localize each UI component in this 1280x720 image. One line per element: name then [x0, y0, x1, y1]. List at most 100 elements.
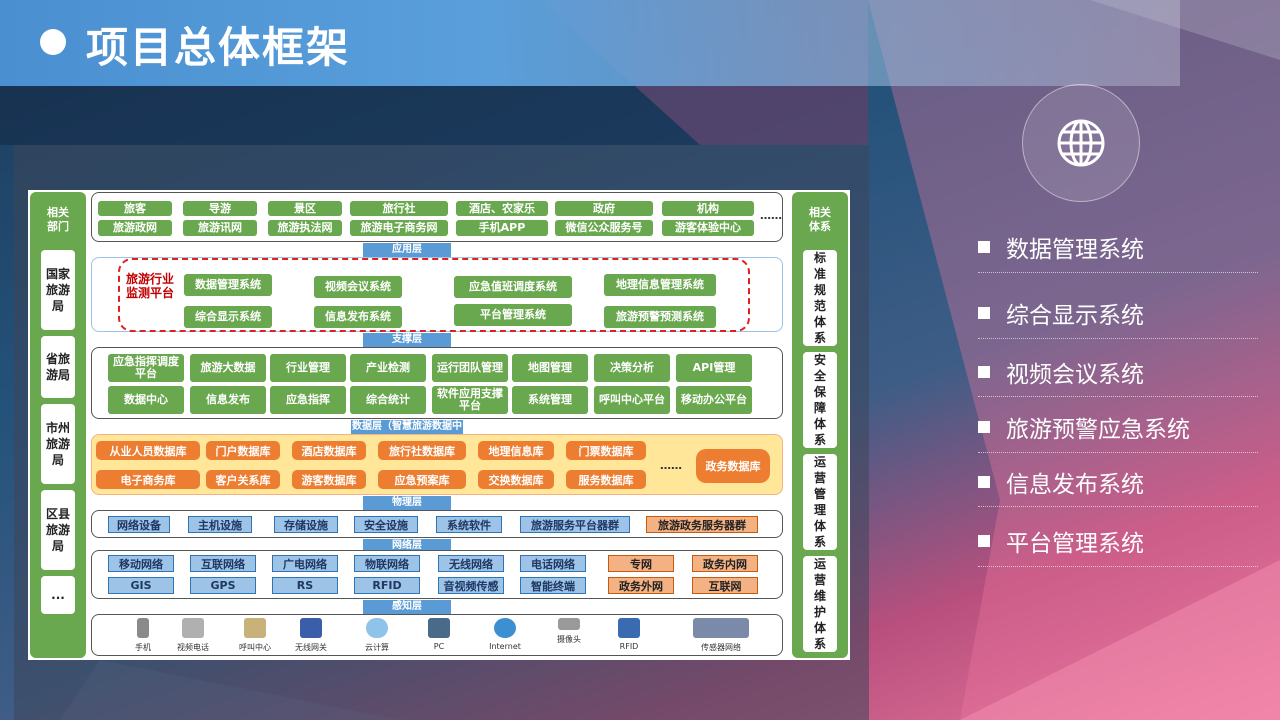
- sup-big-data: 旅游大数据: [190, 354, 266, 382]
- support-layer-box: 应急指挥调度平台 旅游大数据 行业管理 产业检测 运行团队管理 地图管理 决策分…: [91, 347, 783, 419]
- sup-statistics: 综合统计: [350, 386, 426, 414]
- net-wireless: 无线网络: [438, 555, 504, 572]
- device-video-phone: 视频电话: [158, 618, 228, 653]
- system-security: 安全保障体系: [803, 352, 837, 448]
- phy-network-devices: 网络设备: [108, 516, 170, 533]
- label-support-layer: 支撑层: [363, 333, 451, 347]
- bullet-square-icon: [978, 366, 990, 378]
- label-perception-layer: 感知层: [363, 600, 451, 614]
- sup-emergency: 应急指挥: [270, 386, 346, 414]
- pc-icon: [428, 618, 450, 638]
- feature-item: 综合显示系统: [978, 296, 1268, 330]
- app-guide: 导游: [183, 201, 257, 216]
- internet-icon: [494, 618, 516, 638]
- sys-warning-forecast: 旅游预警预测系统: [604, 306, 716, 328]
- sup-system-management: 系统管理: [512, 386, 588, 414]
- device-rfid: RFID: [594, 618, 664, 651]
- app-tourist: 旅客: [98, 201, 172, 216]
- phy-system-software: 系统软件: [436, 516, 502, 533]
- physical-layer-box: 网络设备 主机设施 存储设施 安全设施 系统软件 旅游服务平台器群 旅游政务服务…: [91, 510, 783, 538]
- related-departments-column: 相关部门 国家旅游局 省旅游局 市州旅游局 区县旅游局 ...: [30, 192, 86, 658]
- app-wechat: 微信公众服务号: [555, 220, 653, 236]
- departments-header: 相关部门: [47, 206, 69, 233]
- feature-item: 信息发布系统: [978, 465, 1268, 499]
- db-ecommerce: 电子商务库: [96, 470, 200, 489]
- title-bullet: [40, 29, 66, 55]
- system-operations-management: 运营管理体系: [803, 454, 837, 550]
- sup-industry-monitor: 产业检测: [350, 354, 426, 382]
- app-visitor-center: 游客体验中心: [662, 220, 754, 236]
- architecture-diagram: 相关部门 国家旅游局 省旅游局 市州旅游局 区县旅游局 ... 相关体系 标准规…: [28, 190, 850, 660]
- dept-province: 省旅游局: [41, 336, 75, 398]
- app-scenic: 景区: [268, 201, 342, 216]
- sup-data-center: 数据中心: [108, 386, 184, 414]
- net-broadcast: 广电网络: [272, 555, 338, 572]
- app-govnet: 旅游政网: [98, 220, 172, 236]
- label-physical-layer: 物理层: [363, 496, 451, 510]
- db-agency: 旅行社数据库: [378, 441, 466, 460]
- bullet-square-icon: [978, 421, 990, 433]
- db-staff: 从业人员数据库: [96, 441, 200, 460]
- device-cloud: 云计算: [342, 618, 412, 653]
- phone-icon: [137, 618, 149, 638]
- db-portal: 门户数据库: [206, 441, 280, 460]
- sup-team-management: 运行团队管理: [432, 354, 508, 382]
- phy-tourism-servers: 旅游服务平台器群: [520, 516, 630, 533]
- sup-map-management: 地图管理: [512, 354, 588, 382]
- label-data-layer: 数据层（智慧旅游数据中心）: [351, 420, 463, 446]
- net-mobile: 移动网络: [108, 555, 174, 572]
- sensor-network-icon: [693, 618, 749, 638]
- net-gov-intranet: 政务内网: [692, 555, 758, 572]
- system-standards: 标准规范体系: [803, 250, 837, 346]
- device-phone: 手机: [108, 618, 178, 653]
- app-hotel: 酒店、农家乐: [456, 201, 548, 216]
- sys-data-management: 数据管理系统: [184, 274, 272, 296]
- sup-api-management: API管理: [676, 354, 752, 382]
- feature-item: 平台管理系统: [978, 524, 1268, 558]
- net-smart-terminal: 智能终端: [520, 577, 586, 594]
- page-title: 项目总体框架: [86, 23, 351, 72]
- divider: [978, 338, 1258, 339]
- divider: [978, 566, 1258, 567]
- net-gps: GPS: [190, 577, 256, 594]
- sys-display: 综合显示系统: [184, 306, 272, 328]
- app-government: 政府: [555, 201, 653, 216]
- call-center-icon: [244, 618, 266, 638]
- net-av-sensing: 音视频传感: [438, 577, 504, 594]
- device-wireless-gateway: 无线网关: [276, 618, 346, 653]
- net-telephone: 电话网络: [520, 555, 586, 572]
- phy-host: 主机设施: [188, 516, 252, 533]
- net-gov-extranet: 政务外网: [608, 577, 674, 594]
- label-network-layer: 网络层: [363, 539, 451, 553]
- bullet-square-icon: [978, 307, 990, 319]
- sup-mobile-office: 移动办公平台: [676, 386, 752, 414]
- db-geo: 地理信息库: [478, 441, 554, 460]
- network-layer-box: 移动网络 互联网络 广电网络 物联网络 无线网络 电话网络 专网 政务内网 GI…: [91, 550, 783, 599]
- net-internet-2: 互联网: [692, 577, 758, 594]
- app-ecommerce: 旅游电子商务网: [350, 220, 448, 236]
- sup-emergency-command: 应急指挥调度平台: [108, 354, 184, 382]
- label-application-layer: 应用层: [363, 243, 451, 257]
- db-more: ……: [660, 459, 682, 472]
- db-crm: 客户关系库: [206, 470, 280, 489]
- app-more: ……: [760, 209, 782, 222]
- app-newsnet: 旅游讯网: [183, 220, 257, 236]
- sys-platform-management: 平台管理系统: [454, 304, 572, 326]
- sys-video-conference: 视频会议系统: [314, 276, 402, 298]
- device-internet: Internet: [470, 618, 540, 651]
- db-government: 政务数据库: [696, 449, 770, 483]
- feature-item: 数据管理系统: [978, 230, 1268, 264]
- application-layer-box: 旅客 导游 景区 旅行社 酒店、农家乐 政府 机构 旅游政网 旅游讯网 旅游执法…: [91, 192, 783, 242]
- sup-call-center: 呼叫中心平台: [594, 386, 670, 414]
- db-service: 服务数据库: [566, 470, 646, 489]
- feature-item: 旅游预警应急系统: [978, 410, 1268, 444]
- dept-county: 区县旅游局: [41, 490, 75, 570]
- db-ticket: 门票数据库: [566, 441, 646, 460]
- net-iot: 物联网络: [354, 555, 420, 572]
- divider: [978, 452, 1258, 453]
- video-phone-icon: [182, 618, 204, 638]
- systems-header: 相关体系: [809, 206, 831, 233]
- divider: [978, 396, 1258, 397]
- device-sensor-network: 传感器网络: [676, 618, 766, 653]
- camera-icon: [558, 618, 580, 630]
